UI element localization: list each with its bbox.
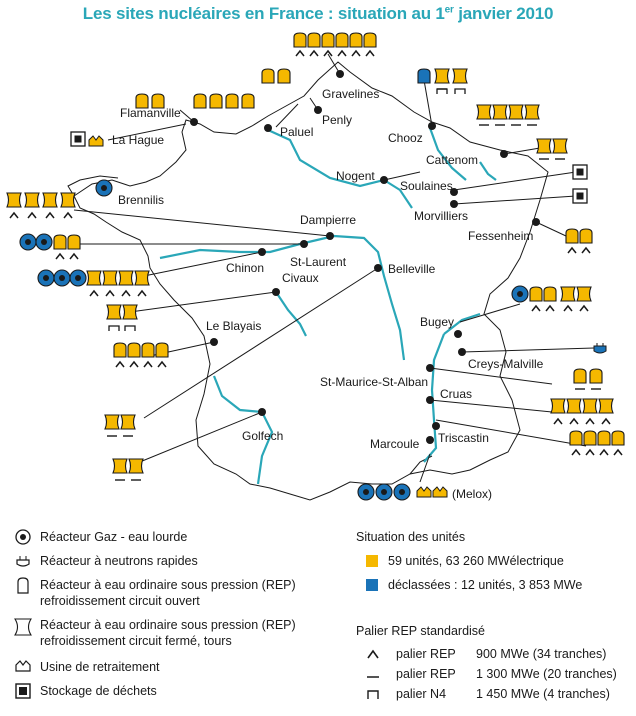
icons-fessenheim — [565, 228, 593, 254]
label-melox: (Melox) — [452, 487, 492, 501]
reprocessing-icon — [15, 660, 31, 672]
label-st-maurice: St-Maurice-St-Alban — [320, 375, 428, 389]
bar-1300-icon — [367, 676, 379, 678]
river-moselle — [479, 161, 497, 181]
label-dampierre: Dampierre — [300, 213, 356, 227]
n4-icon — [367, 690, 379, 699]
palier-900-name: palier REP — [396, 647, 456, 661]
icons-belleville — [104, 414, 136, 437]
decommissioned-swatch — [366, 579, 378, 591]
river-loire — [159, 234, 406, 361]
label-civaux: Civaux — [282, 271, 319, 285]
page-title: Les sites nucléaires en France : situati… — [0, 4, 636, 24]
status-active: 59 unités, 63 260 MWélectrique — [388, 554, 564, 568]
icons-morvilliers — [572, 188, 588, 204]
icons-gravelines — [293, 32, 377, 57]
label-brennilis: Brennilis — [118, 193, 164, 207]
label-creys-malville: Creys-Malville — [468, 357, 544, 371]
icons-tricastin — [569, 430, 625, 456]
label-chooz: Chooz — [388, 131, 423, 145]
legend-rep-closed-2: refroidissement circuit fermé, tours — [40, 634, 232, 648]
france-outline — [73, 61, 549, 501]
label-cruas: Cruas — [440, 387, 472, 401]
icons-marcoule — [357, 483, 448, 501]
label-soulaines: Soulaines — [400, 179, 453, 193]
label-le-blayais: Le Blayais — [206, 319, 261, 333]
palier-900-power: 900 MWe (34 tranches) — [476, 647, 607, 661]
rep-open-icon — [17, 577, 29, 594]
icons-st-laurent — [19, 233, 81, 260]
label-nogent: Nogent — [336, 169, 375, 183]
status-heading: Situation des unités — [356, 530, 466, 544]
label-bugey: Bugey — [420, 315, 454, 329]
active-swatch — [366, 555, 378, 567]
label-gravelines: Gravelines — [322, 87, 379, 101]
icons-creys-malville — [593, 342, 607, 354]
river-rhone-upper — [443, 312, 481, 335]
fast-reactor-icon — [16, 556, 30, 567]
icons-le-blayais — [113, 342, 169, 368]
palier-n4-name: palier N4 — [396, 687, 447, 701]
legend-rep-closed-1: Réacteur à eau ordinaire sous pression (… — [40, 618, 296, 632]
icons-st-maurice — [573, 368, 603, 390]
site-dots — [190, 70, 540, 444]
river-rhone — [423, 333, 446, 463]
legend-fast: Réacteur à neutrons rapides — [40, 554, 198, 568]
label-paluel: Paluel — [280, 125, 313, 139]
gas-reactor-icon — [15, 529, 31, 545]
label-penly: Penly — [322, 113, 352, 127]
river-seine — [267, 128, 413, 209]
label-fessenheim: Fessenheim — [468, 229, 533, 243]
palier-1300-power: 1 300 MWe (20 tranches) — [476, 667, 617, 681]
chevron-900-icon — [367, 649, 379, 659]
title-date: janvier 2010 — [453, 4, 554, 23]
label-belleville: Belleville — [388, 262, 436, 276]
label-cattenom: Cattenom — [426, 153, 478, 167]
waste-storage-icon — [15, 683, 31, 699]
river-meuse — [428, 127, 467, 181]
legend-rep-open-2: refroidissement circuit ouvert — [40, 594, 200, 608]
label-flamanville: Flamanville — [120, 106, 181, 120]
site-labels: Gravelines Flamanville La Hague Paluel P… — [112, 87, 544, 501]
icons-nogent — [536, 138, 568, 160]
brittany-coast — [67, 175, 119, 197]
status-decommissioned: déclassées : 12 unités, 3 853 MWe — [388, 578, 583, 592]
icons-brennilis — [95, 179, 113, 197]
label-st-laurent: St-Laurent — [290, 255, 347, 269]
palier-heading: Palier REP standardisé — [356, 624, 486, 638]
title-superscript: er — [444, 4, 454, 16]
legend-rep-open-1: Réacteur à eau ordinaire sous pression (… — [40, 578, 296, 592]
river-vienne — [275, 291, 307, 337]
label-chinon: Chinon — [226, 261, 264, 275]
icons-penly — [261, 68, 291, 84]
label-golfech: Golfech — [242, 429, 283, 443]
icons-cattenom — [476, 104, 540, 126]
icons-bugey — [511, 285, 592, 312]
icons-civaux — [106, 304, 138, 332]
icons-paluel — [193, 93, 255, 109]
legend-reprocessing: Usine de retraitement — [40, 660, 160, 674]
icons-soulaines — [572, 164, 588, 180]
label-morvilliers: Morvilliers — [414, 209, 468, 223]
label-la-hague: La Hague — [112, 133, 164, 147]
icons-la-hague — [70, 131, 104, 147]
title-main: Les sites nucléaires en France : situati… — [82, 4, 445, 23]
icons-golfech — [112, 458, 144, 481]
rivers — [159, 127, 497, 485]
icons-dampierre — [6, 192, 76, 219]
label-tricastin: Triscastin — [438, 431, 489, 445]
label-marcoule: Marcoule — [370, 437, 420, 451]
palier-1300-name: palier REP — [396, 667, 456, 681]
palier-n4-power: 1 450 MWe (4 tranches) — [476, 687, 610, 701]
legend-gas: Réacteur Gaz - eau lourde — [40, 530, 188, 544]
icons-chinon — [37, 269, 150, 297]
rep-closed-icon — [14, 618, 32, 636]
icons-cruas — [550, 398, 614, 425]
legend-waste: Stockage de déchets — [40, 684, 157, 698]
